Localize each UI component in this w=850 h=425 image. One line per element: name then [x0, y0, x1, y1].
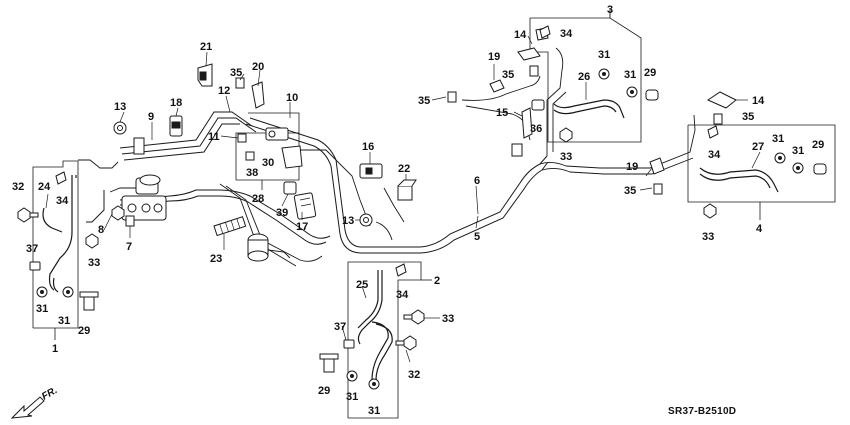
bolt-32-mid [395, 335, 417, 351]
callout-25: 25 [356, 279, 368, 291]
callout-4: 4 [756, 223, 763, 235]
callout-10: 10 [286, 92, 298, 104]
callout-31: 31 [368, 405, 380, 417]
callout-20: 20 [252, 61, 264, 73]
bolt-32-left [17, 207, 39, 223]
callout-19: 19 [626, 161, 638, 173]
callout-1: 1 [52, 343, 58, 355]
callout-35: 35 [742, 111, 754, 123]
front-direction-arrow: FR. [10, 385, 59, 419]
components [121, 27, 737, 262]
callout-26: 26 [578, 71, 590, 83]
callout-3: 3 [607, 4, 613, 16]
callout-16: 16 [362, 141, 374, 153]
leader-lines [45, 10, 761, 363]
callout-15: 15 [496, 107, 508, 119]
callout-7: 7 [126, 241, 132, 253]
callout-33: 33 [442, 313, 454, 325]
callout-21: 21 [200, 41, 212, 53]
callout-2: 2 [434, 275, 440, 287]
direction-label: FR. [40, 385, 59, 403]
callout-29: 29 [644, 67, 656, 79]
callout-31: 31 [598, 49, 610, 61]
callout-32: 32 [408, 369, 420, 381]
callout-34: 34 [396, 289, 409, 301]
callout-34: 34 [560, 28, 573, 40]
callout-35: 35 [502, 69, 514, 81]
callout-31: 31 [58, 315, 70, 327]
callout-19: 19 [488, 51, 500, 63]
callout-5: 5 [474, 231, 480, 243]
callout-35: 35 [624, 185, 636, 197]
callout-24: 24 [38, 181, 51, 193]
callout-33: 33 [560, 151, 572, 163]
callout-37: 37 [26, 243, 38, 255]
callout-37: 37 [334, 321, 346, 333]
callout-39: 39 [276, 207, 288, 219]
callout-13: 13 [342, 215, 354, 227]
callout-17: 17 [296, 221, 308, 233]
callout-34: 34 [56, 195, 69, 207]
callout-23: 23 [210, 253, 222, 265]
callout-35: 35 [418, 95, 430, 107]
callout-12: 12 [218, 85, 230, 97]
diagram-code: SR37-B2510D [668, 406, 736, 417]
callout-31: 31 [346, 391, 358, 403]
callout-38: 38 [246, 167, 258, 179]
callout-9: 9 [148, 111, 154, 123]
callout-32: 32 [12, 181, 24, 193]
callout-31: 31 [772, 133, 784, 145]
callout-14: 14 [514, 29, 527, 41]
callout-6: 6 [474, 175, 480, 187]
callout-35: 35 [230, 67, 242, 79]
callout-31: 31 [624, 69, 636, 81]
callout-36: 36 [530, 123, 542, 135]
flex-hoses [42, 99, 779, 381]
callout-30: 30 [262, 157, 274, 169]
callout-31: 31 [792, 145, 804, 157]
callout-8: 8 [98, 224, 104, 236]
callout-22: 22 [398, 163, 410, 175]
callout-29: 29 [78, 325, 90, 337]
callout-29: 29 [812, 139, 824, 151]
brake-pipes [78, 47, 696, 267]
callout-14: 14 [752, 95, 765, 107]
callout-31: 31 [36, 303, 48, 315]
callout-29: 29 [318, 385, 330, 397]
callout-33: 33 [88, 257, 100, 269]
callout-33: 33 [702, 231, 714, 243]
callout-labels: 1234567891011121313141415161718191920212… [12, 4, 824, 417]
callout-27: 27 [752, 141, 764, 153]
callout-18: 18 [170, 97, 182, 109]
callout-28: 28 [252, 193, 264, 205]
callout-34: 34 [708, 149, 721, 161]
callout-11: 11 [208, 131, 220, 143]
callout-13: 13 [114, 101, 126, 113]
